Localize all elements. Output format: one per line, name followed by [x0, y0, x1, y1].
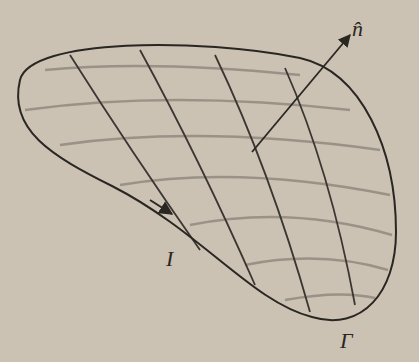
current-arrow: [150, 200, 172, 214]
grid-line: [285, 294, 375, 300]
current-label: I: [166, 248, 173, 270]
grid-line: [60, 136, 380, 150]
grid-line: [140, 50, 255, 285]
grid-line: [70, 55, 200, 250]
grid-line: [45, 66, 300, 75]
normal-vector: [252, 35, 350, 152]
boundary-label: Γ: [340, 330, 353, 352]
boundary-curve: [18, 45, 396, 320]
grid-line: [285, 68, 355, 305]
grid-line: [190, 217, 392, 235]
grid-lines-dark: [70, 50, 355, 312]
normal-label: n̂: [352, 18, 363, 40]
grid-line: [245, 259, 388, 270]
